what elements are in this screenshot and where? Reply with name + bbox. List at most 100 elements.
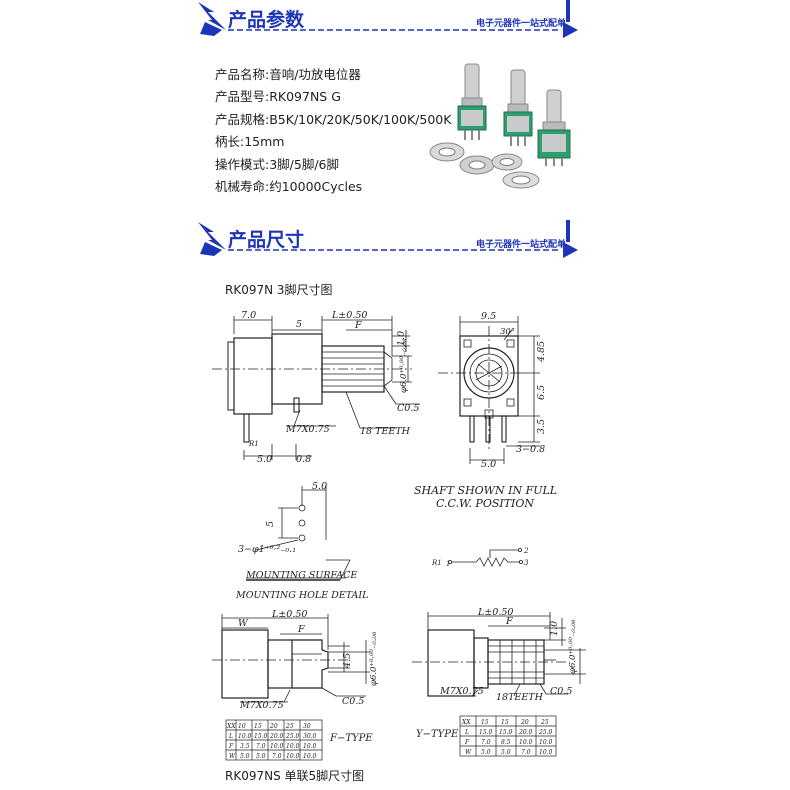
y-table-cell: 5.0 xyxy=(481,749,491,756)
section-title-params: 产品参数 xyxy=(228,9,305,31)
f-table-cell: 10.0 xyxy=(303,753,317,760)
dim-label-0-8: 0.8 xyxy=(296,454,311,465)
f-table-cell: 15.0 xyxy=(254,733,268,740)
f-table-cell: 10.0 xyxy=(238,733,252,740)
f-table-cell: 30 xyxy=(303,723,311,730)
pot-schematic xyxy=(447,548,524,567)
y-table-cell: 7.0 xyxy=(521,749,531,756)
side-dim-3-5: 3.5 xyxy=(536,419,547,434)
y-table-cell: 15.0 xyxy=(479,729,493,736)
y-table-cell: 15 xyxy=(501,719,509,726)
schematic-r1: R1 xyxy=(431,559,442,567)
y-table-cell: 20 xyxy=(520,719,529,726)
f-table-cell: 7.0 xyxy=(272,753,282,760)
section-banner-params xyxy=(0,0,790,40)
y-dim-F: F xyxy=(505,616,513,627)
y-dim-teeth: 18TEETH xyxy=(496,692,544,703)
mount-dim-5-0: 5.0 xyxy=(312,481,327,492)
side-dim-5-0: 5.0 xyxy=(481,459,496,470)
dim-label-teeth: 18 TEETH xyxy=(360,426,411,437)
f-table-cell: 15 xyxy=(254,723,262,730)
y-dim-c05: C0.5 xyxy=(550,686,572,697)
y-table-cell: 8.5 xyxy=(501,739,511,746)
y-table-cell: 10.0 xyxy=(519,739,533,746)
f-table-cell: 30.0 xyxy=(303,733,317,740)
f-dim-F: F xyxy=(297,624,305,635)
y-type-table xyxy=(459,715,557,757)
front-view-drawing xyxy=(212,316,420,460)
y-table-cell: 15 xyxy=(481,719,489,726)
mount-detail-title: MOUNTING HOLE DETAIL xyxy=(235,590,368,601)
dim-label-F: F xyxy=(354,320,362,331)
shaft-note-line-2: C.C.W. POSITION xyxy=(436,497,534,510)
y-dim-m7: M7X0.75 xyxy=(439,686,484,697)
dim-label-r1: R1 xyxy=(248,440,259,448)
dim-label-L: L±0.50 xyxy=(331,310,367,321)
f-table-cell: 10.0 xyxy=(286,743,300,750)
f-table-cell: 25 xyxy=(285,723,294,730)
f-dim-m7: M7X0.75 xyxy=(239,700,284,711)
section-title-dimensions: 产品尺寸 xyxy=(228,229,305,251)
dim-label-dia: φ6.0⁺⁰·⁰⁰₋₀.₀₈ xyxy=(399,338,409,393)
f-table-cell: 5.0 xyxy=(240,753,250,760)
side-dim-9-5: 9.5 xyxy=(481,311,496,322)
y-table-cell: 15.0 xyxy=(499,729,513,736)
mounting-hole-detail xyxy=(246,486,351,581)
f-type-drawing xyxy=(212,614,370,703)
product-photo xyxy=(425,62,580,190)
f-table-cell: 25.0 xyxy=(285,733,300,740)
f-table-cell: 20 xyxy=(269,723,278,730)
side-dim-30deg: 30° xyxy=(500,327,515,337)
schematic-pin-3: 3 xyxy=(524,559,529,567)
side-dim-4-85: 4.85 xyxy=(536,341,547,363)
y-table-cell: L xyxy=(464,729,469,736)
section-banner-dimensions xyxy=(0,220,790,260)
y-dim-L: L±0.50 xyxy=(477,607,513,618)
schematic-pin-1: 1 xyxy=(446,560,450,568)
f-table-cell: 7.0 xyxy=(256,743,266,750)
f-table-cell: W xyxy=(229,753,236,760)
y-table-cell: XX xyxy=(461,719,471,726)
schematic-pin-2: 2 xyxy=(523,547,529,555)
banner-decoration xyxy=(198,220,578,258)
section-subtitle-dimensions: 电子元器件一站式配单 xyxy=(476,240,567,250)
f-table-cell: 20.0 xyxy=(269,733,284,740)
y-table-cell: 20.0 xyxy=(518,729,533,736)
side-dim-6-5: 6.5 xyxy=(536,385,547,400)
y-table-cell: 10.0 xyxy=(539,739,553,746)
f-dim-W: W xyxy=(238,618,249,629)
f-table-cell: F xyxy=(228,743,234,750)
f-table-cell: 10 xyxy=(238,723,246,730)
banner-decoration xyxy=(198,0,578,38)
y-table-cell: 5.0 xyxy=(501,749,511,756)
f-type-table xyxy=(225,719,323,761)
y-type-drawing xyxy=(412,612,586,697)
y-table-cell: F xyxy=(464,739,470,746)
dim-label-7: 7.0 xyxy=(241,310,256,321)
y-table-cell: 25.0 xyxy=(538,729,553,736)
dim-label-c05: C0.5 xyxy=(397,403,419,414)
section-subtitle-params: 电子元器件一站式配单 xyxy=(476,19,567,29)
mount-holes: 3−φ1⁺⁰·²₋₀.₁ xyxy=(238,544,296,555)
spec-row-life: 机械寿命:约10000Cycles xyxy=(215,179,363,195)
y-table-cell: W xyxy=(465,749,472,756)
dim-label-5-0: 5.0 xyxy=(257,454,272,465)
f-table-cell: XX xyxy=(226,723,236,730)
side-dim-3-0-8: 3−0.8 xyxy=(516,444,545,455)
f-table-cell: 10.0 xyxy=(270,743,284,750)
spec-list: 产品名称:音响/功放电位器 产品型号:RK097NS G 产品规格:B5K/10… xyxy=(215,64,451,198)
dimension-drawing: 7.0 5 L±0.50 F 1.0 φ6.0⁺⁰·⁰⁰₋₀.₀₈ C0.5 M… xyxy=(0,300,790,770)
caption-5pin-drawing: RK097NS 单联5脚尺寸图 xyxy=(225,769,365,783)
dim-label-5: 5 xyxy=(296,319,302,330)
side-view-drawing xyxy=(438,316,540,464)
f-table-cell: 10.0 xyxy=(303,743,317,750)
f-dim-L: L±0.50 xyxy=(271,609,307,620)
y-dim-1-0: 1.0 xyxy=(549,621,560,636)
shaft-note-line-1: SHAFT SHOWN IN FULL xyxy=(414,484,557,497)
f-table-cell: 10.0 xyxy=(286,753,300,760)
f-dim-dia: φ6.0⁺⁰·⁰⁰₋₀.₀₈ xyxy=(369,631,379,686)
dim-label-m7: M7X0.75 xyxy=(285,424,330,435)
mount-dim-5: 5 xyxy=(265,521,276,527)
mount-surface: MOUNTING SURFACE xyxy=(245,570,357,581)
f-type-label: F−TYPE xyxy=(329,733,373,744)
